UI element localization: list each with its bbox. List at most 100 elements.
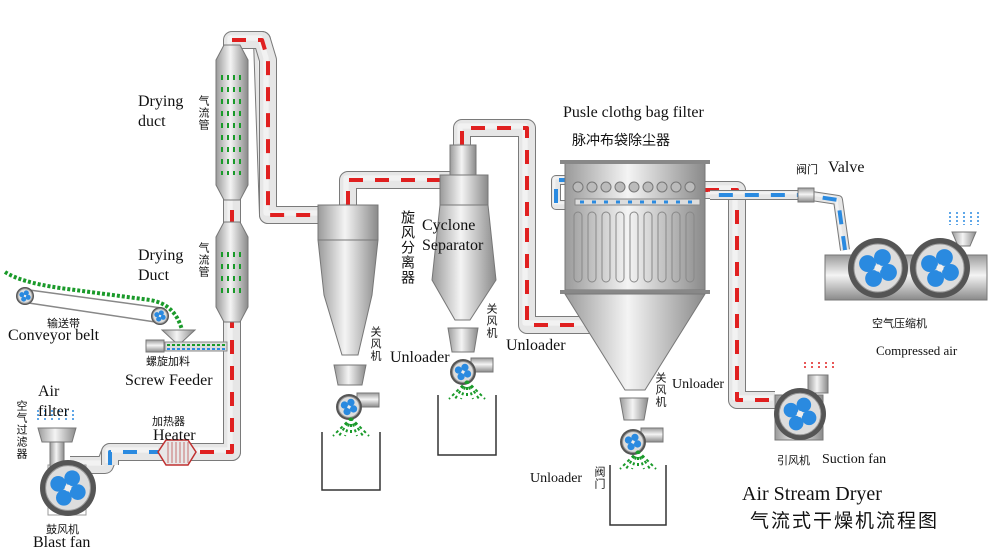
falling-material [637, 450, 651, 470]
falling-material [350, 417, 364, 437]
filter-bag [629, 211, 639, 283]
pipe-body [705, 182, 775, 408]
fan-blade [457, 372, 465, 381]
fan-blade [624, 436, 633, 444]
compressed-air-line [708, 190, 850, 251]
bottom-rim [560, 290, 710, 294]
duct-shell [215, 44, 249, 201]
fan-hub [796, 410, 804, 418]
hopper [447, 327, 479, 353]
filter-cone [564, 293, 706, 391]
fan-blade [50, 476, 67, 492]
fan-hub [23, 294, 27, 298]
valve-label: Valve [828, 159, 865, 176]
suction-fan-label: Suction fan [822, 452, 887, 467]
heater-zh-label: 加热器 [152, 415, 185, 428]
pulse-valve [628, 181, 640, 193]
fan-hub [158, 314, 162, 318]
fan-blade [23, 290, 29, 296]
air-filter-label: Air filter [38, 383, 70, 420]
belt-roller [151, 307, 169, 325]
fan-blade [343, 407, 351, 416]
filter-bag [657, 211, 667, 283]
unloader-4-label: Unloader [530, 471, 583, 486]
blast-fan-label: Blast fan [33, 534, 91, 551]
bin-3 [609, 450, 667, 526]
belt-top [21, 288, 163, 309]
belt-roller [16, 287, 34, 305]
cyclone-zh-label: 旋风分离器 [399, 210, 415, 285]
filter-bag [601, 211, 611, 283]
hopper [619, 397, 649, 421]
equipment [3, 44, 988, 526]
fan-hub [631, 440, 635, 444]
pulse-valve [656, 181, 668, 193]
hopper [333, 364, 367, 386]
falling-material [637, 450, 657, 470]
cyclone-separator-label: Cyclone Separator [422, 217, 484, 254]
pipe-outline [70, 31, 320, 474]
fan-blade [347, 398, 355, 407]
fan-blade [801, 410, 817, 426]
suction-fan-zh-label: 引风机 [777, 454, 810, 467]
filter-bag [573, 211, 583, 283]
blast-fan-zh-label: 鼓风机 [46, 523, 79, 536]
heater [157, 439, 197, 466]
duct-shell [215, 221, 249, 323]
pulse-valve [586, 181, 598, 193]
belt-bottom [21, 301, 163, 324]
drying-duct-section [215, 44, 249, 201]
cyclone-1 [317, 204, 379, 386]
cyclone-2 [431, 144, 497, 353]
fan-blade [461, 363, 469, 372]
fan-blade [859, 255, 876, 272]
bag-filter [560, 160, 710, 421]
blast-fan [37, 410, 87, 516]
top-rim [560, 160, 710, 164]
pulse-valve [572, 181, 584, 193]
drying-duct-2-zh-label: 气流管 [197, 242, 210, 278]
fan-blade [340, 401, 349, 409]
compressor-fan-2 [910, 238, 970, 298]
bin-2 [437, 380, 497, 456]
blast-fan-wheel [40, 460, 96, 516]
heater-label: Heater [153, 427, 196, 444]
fan-blade [796, 397, 812, 413]
falling-material [350, 417, 370, 437]
falling-material [332, 417, 352, 437]
conveyor-belt [3, 270, 228, 353]
pulse-valve [614, 181, 626, 193]
fan-blade [25, 294, 31, 300]
pipe-body [340, 172, 450, 205]
fan-hub [461, 370, 465, 374]
air-filter-zh-label: 空气过滤器 [15, 400, 28, 460]
cold-air-pipe [101, 443, 160, 465]
screw-feeder-zh-label: 螺旋加料 [146, 355, 190, 368]
compressed-air-zh-label: 空气压缩机 [872, 317, 927, 330]
fan-blade [627, 442, 635, 451]
bagfilter-to-suction-fan [703, 181, 775, 409]
collection-bin [609, 465, 667, 526]
rotary-valve [450, 359, 476, 385]
fan-blade [880, 264, 897, 281]
fan-blade [631, 433, 639, 442]
duct-to-cyclone [230, 31, 320, 224]
fan-blade [633, 440, 642, 448]
pulse-valve [684, 181, 696, 193]
fan-blade [21, 296, 27, 302]
fan-blade [454, 366, 463, 374]
cyclone2-to-bagfilter [453, 119, 600, 334]
unloader-3-zh-label: 关风机 [654, 372, 667, 408]
intake-filter [951, 231, 977, 247]
fan-blade [64, 470, 80, 487]
fan-blade [69, 484, 86, 500]
filter-bag [671, 211, 681, 283]
fan-blade [160, 314, 166, 320]
falling-material [466, 380, 486, 400]
valve [797, 187, 815, 203]
fan-blade [927, 270, 944, 287]
conveyor-belt-label: Conveyor belt [8, 327, 100, 344]
fan-blade [158, 310, 164, 316]
